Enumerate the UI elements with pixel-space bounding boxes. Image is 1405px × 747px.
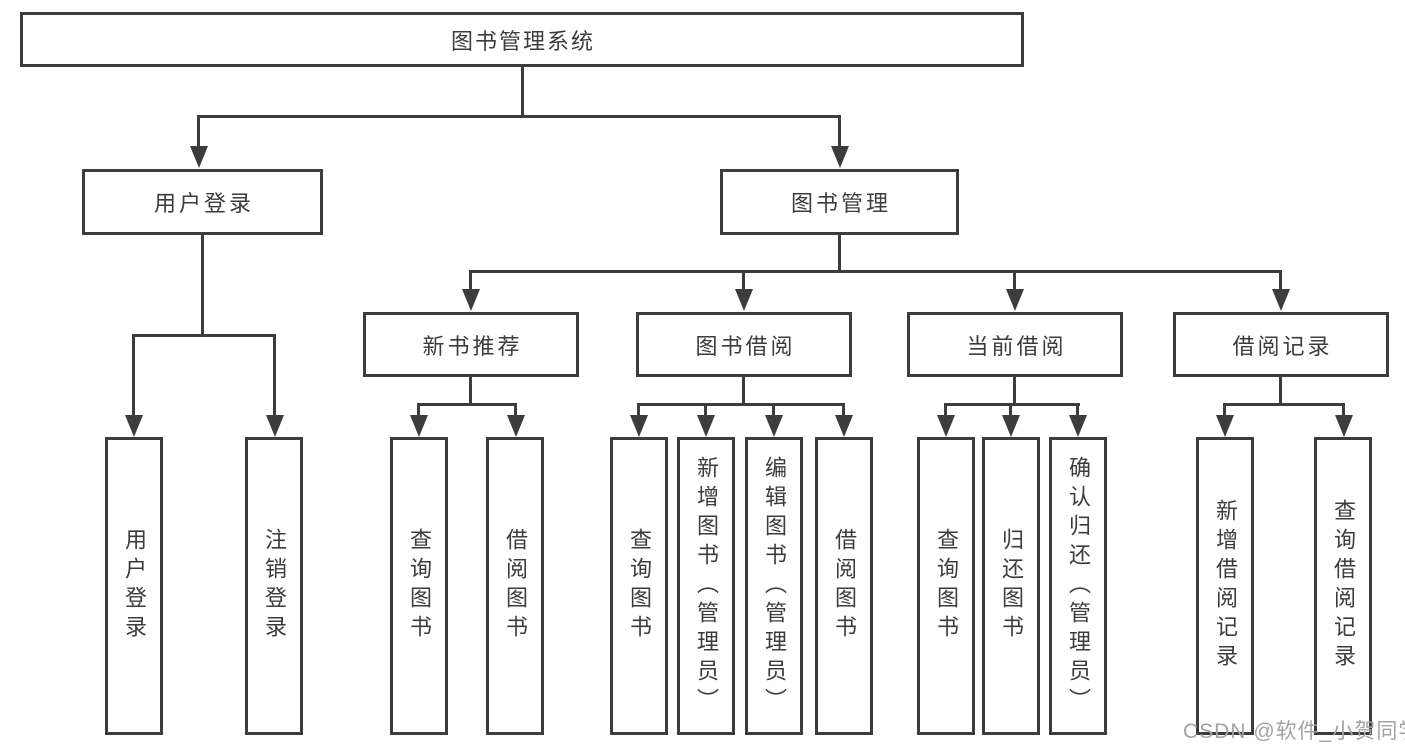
leaf-query-books-3: 查询图书 [917,437,975,735]
node-borrow-records-label: 借阅记录 [1232,333,1333,359]
connector-line [742,270,745,291]
connector-line [944,403,1080,406]
leaf-borrow-books-1: 借阅图书 [486,437,544,735]
connector-line [944,403,947,417]
arrowhead-icon [1069,415,1087,437]
connector-line [1279,377,1282,406]
node-user-login-label: 用户登录 [153,191,254,216]
connector-line [637,403,640,417]
arrowhead-icon [1216,415,1234,437]
arrowhead-icon [937,415,955,437]
connector-line [417,403,420,417]
connector-line [637,403,845,406]
arrowhead-icon [190,146,208,168]
arrowhead-icon [1335,415,1353,437]
leaf-add-book-admin: 新增图书（管理员） [677,437,735,735]
node-borrow-records: 借阅记录 [1173,312,1389,377]
node-user-login: 用户登录 [82,169,323,235]
leaf-query-books-3-label: 查询图书 [934,528,959,644]
arrowhead-icon [266,415,284,437]
node-book-borrowing: 图书借阅 [636,312,852,377]
leaf-edit-book-admin: 编辑图书（管理员） [745,437,803,735]
connector-line [1279,270,1282,291]
leaf-logout-label: 注销登录 [262,528,287,644]
node-root-label: 图书管理系统 [450,28,595,54]
connector-line [132,334,135,417]
leaf-return-book: 归还图书 [982,437,1040,735]
arrowhead-icon [765,415,783,437]
leaf-borrow-books-1-label: 借阅图书 [503,528,528,644]
connector-line [514,403,517,417]
leaf-query-books-2-label: 查询图书 [627,528,652,644]
node-current-borrowing: 当前借阅 [907,312,1123,377]
watermark: CSDN @软件_小贺同学 [1183,720,1405,743]
connector-line [838,115,841,148]
leaf-edit-book-admin-label: 编辑图书（管理员） [762,455,787,717]
arrowhead-icon [1006,289,1024,311]
connector-line [469,377,472,406]
connector-line [469,270,1282,273]
leaf-query-borrow-record-label: 查询借阅记录 [1331,499,1356,673]
connector-line [132,334,276,337]
arrowhead-icon [1002,415,1020,437]
connector-line [521,67,524,118]
connector-line [201,235,204,337]
leaf-confirm-return-admin-label: 确认归还（管理员） [1066,455,1091,717]
leaf-add-borrow-record: 新增借阅记录 [1196,437,1254,735]
connector-line [742,377,745,406]
leaf-add-book-admin-label: 新增图书（管理员） [694,455,719,717]
node-current-borrowing-label: 当前借阅 [966,333,1067,359]
arrowhead-icon [831,146,849,168]
arrowhead-icon [462,289,480,311]
connector-line [1076,403,1079,417]
connector-line [273,334,276,417]
arrowhead-icon [835,415,853,437]
arrowhead-icon [507,415,525,437]
connector-line [1013,377,1016,406]
leaf-add-borrow-record-label: 新增借阅记录 [1213,499,1238,673]
arrowhead-icon [697,415,715,437]
leaf-query-books-1: 查询图书 [390,437,448,735]
leaf-user-login-label: 用户登录 [122,528,147,644]
leaf-borrow-books-2-label: 借阅图书 [832,528,857,644]
arrowhead-icon [410,415,428,437]
node-new-book-recommend: 新书推荐 [363,312,579,377]
arrowhead-icon [1272,289,1290,311]
connector-line [1223,403,1345,406]
connector-line [1342,403,1345,417]
node-book-borrowing-label: 图书借阅 [695,333,796,359]
arrowhead-icon [630,415,648,437]
connector-line [704,403,707,417]
connector-line [197,115,200,148]
connector-line [417,403,517,406]
node-book-management: 图书管理 [720,169,959,235]
connector-line [1013,270,1016,291]
leaf-query-borrow-record: 查询借阅记录 [1314,437,1372,735]
node-new-book-recommend-label: 新书推荐 [422,333,523,359]
leaf-query-books-2: 查询图书 [610,437,668,735]
leaf-borrow-books-2: 借阅图书 [815,437,873,735]
connector-line [772,403,775,417]
leaf-confirm-return-admin: 确认归还（管理员） [1049,437,1107,735]
connector-line [197,115,841,118]
connector-line [1223,403,1226,417]
leaf-return-book-label: 归还图书 [999,528,1024,644]
leaf-logout: 注销登录 [245,437,303,735]
node-root: 图书管理系统 [20,12,1024,67]
connector-line [1009,403,1012,417]
leaf-user-login: 用户登录 [105,437,163,735]
node-book-management-label: 图书管理 [790,191,891,216]
connector-line [842,403,845,417]
leaf-query-books-1-label: 查询图书 [407,528,432,644]
arrowhead-icon [125,415,143,437]
connector-line [469,270,472,291]
arrowhead-icon [735,289,753,311]
connector-line [838,235,841,273]
